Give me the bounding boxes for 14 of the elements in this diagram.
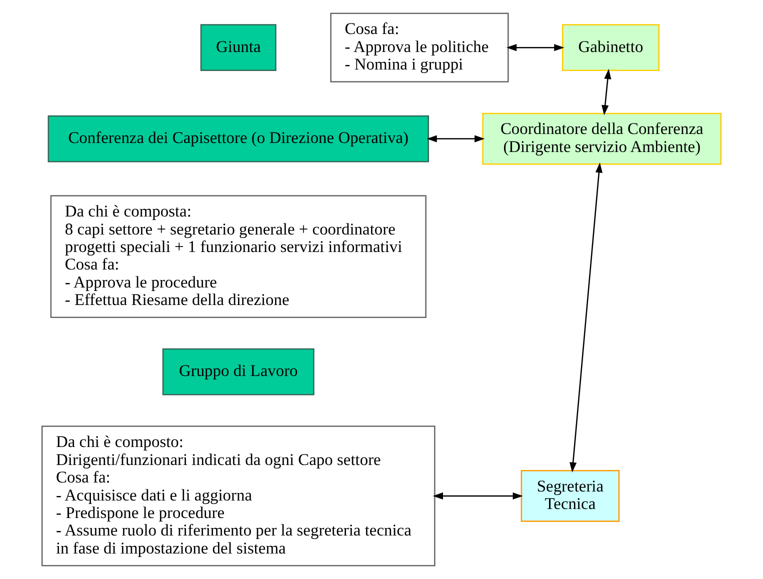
node-box: Da chi è composto: Dirigenti/funzionari indicati da ogni Capo settore Cosa fa: - Acquisisce dati e li aggiorna - Predispone le procedure - Assume ruolo di riferimento per la segreteria tecnica in fase di impostazione del sistema: [41, 426, 436, 566]
node-box: Giunta: [200, 24, 276, 72]
node-box: Da chi è composta: 8 capi settore + segretario generale + coordinatore progetti speciali + 1 funzionario servizi informativi Cosa fa: - Approva le procedure - Effettua Riesame della direzione: [50, 195, 426, 318]
arrow: [426, 135, 485, 142]
node-box: Conferenza dei Capisettore (o Direzione Operativa): [48, 115, 429, 162]
arrow: [570, 162, 602, 473]
node-box: Coordinatore della Conferenza (Dirigente servizio Ambiente): [482, 112, 722, 165]
arrow: [602, 68, 612, 116]
node-box: Gabinetto: [562, 24, 660, 72]
node-box: Cosa fa: - Approva le politiche - Nomina i gruppi: [330, 12, 509, 82]
arrow: [432, 492, 523, 500]
arrow: [506, 44, 564, 52]
node-box: Gruppo di Lavoro: [162, 348, 314, 396]
node-box: Segreteria Tecnica: [520, 470, 620, 522]
